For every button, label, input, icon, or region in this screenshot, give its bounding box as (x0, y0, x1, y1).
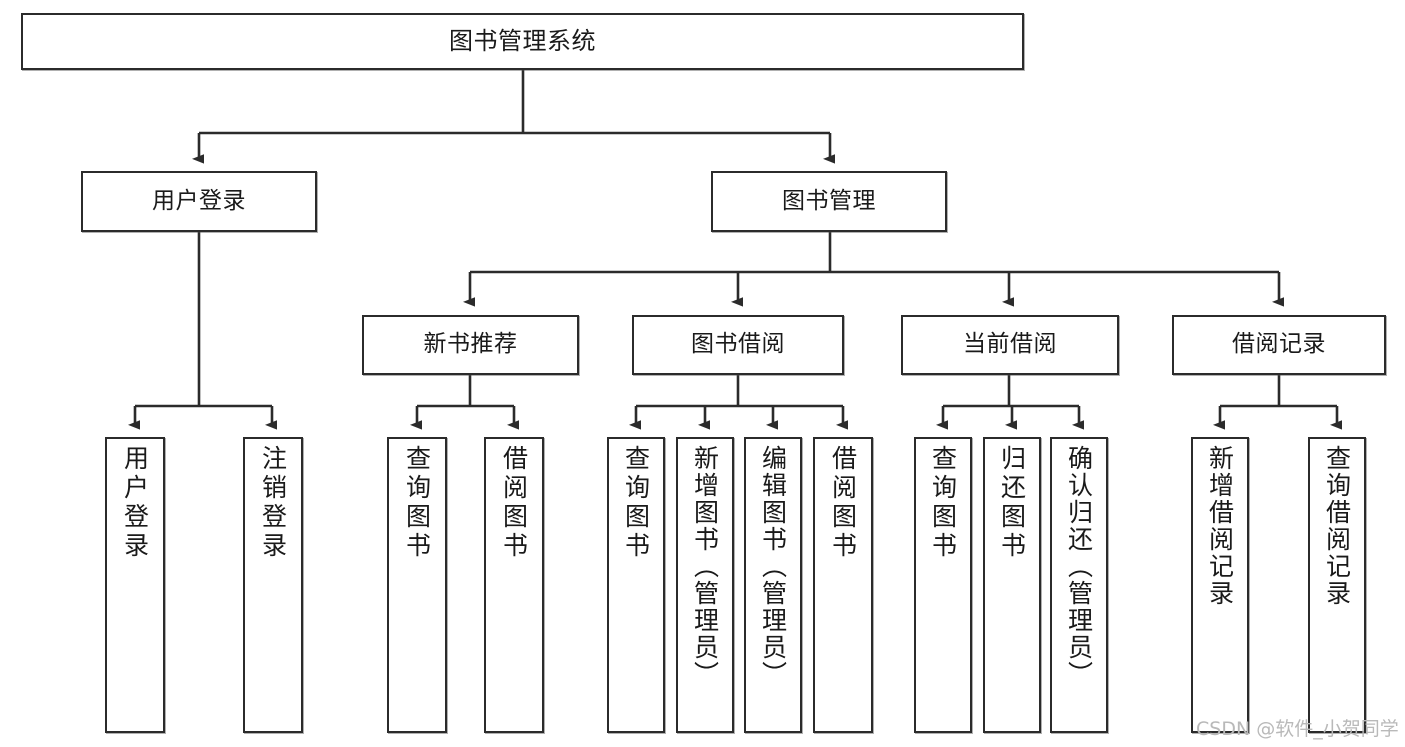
csdn-watermark: CSDN @软件_小贺同学 (1196, 718, 1399, 740)
leaf-return-book[interactable]: 归还图书 (983, 437, 1041, 733)
leaf-edit-book-label: 编辑图书（管理员） (758, 445, 788, 688)
leaf-borrow-book-2[interactable]: 借阅图书 (813, 437, 873, 733)
leaf-user-login[interactable]: 用户登录 (105, 437, 165, 733)
node-current-borrow[interactable]: 当前借阅 (901, 315, 1119, 375)
node-book-borrow[interactable]: 图书借阅 (632, 315, 844, 375)
node-borrow-record[interactable]: 借阅记录 (1172, 315, 1386, 375)
leaf-return-book-label: 归还图书 (997, 445, 1027, 561)
leaf-add-book[interactable]: 新增图书（管理员） (676, 437, 734, 733)
leaf-user-login-label: 用户登录 (120, 445, 150, 561)
node-book-manage-label: 图书管理 (782, 187, 876, 214)
node-borrow-record-label: 借阅记录 (1232, 331, 1326, 358)
node-book-manage[interactable]: 图书管理 (711, 171, 947, 232)
leaf-user-logout-label: 注销登录 (258, 445, 288, 561)
leaf-confirm-return-label: 确认归还（管理员） (1064, 445, 1094, 688)
leaf-user-logout[interactable]: 注销登录 (243, 437, 303, 733)
node-user-login[interactable]: 用户登录 (81, 171, 317, 232)
leaf-add-record-label: 新增借阅记录 (1205, 445, 1235, 607)
leaf-add-book-label: 新增图书（管理员） (690, 445, 720, 688)
leaf-query-book-2[interactable]: 查询图书 (607, 437, 665, 733)
node-user-login-label: 用户登录 (152, 187, 246, 214)
node-new-book-rec-label: 新书推荐 (423, 331, 518, 358)
node-book-borrow-label: 图书借阅 (691, 331, 785, 358)
node-root[interactable]: 图书管理系统 (21, 13, 1024, 70)
leaf-add-record[interactable]: 新增借阅记录 (1191, 437, 1249, 733)
leaf-borrow-book-2-label: 借阅图书 (828, 445, 858, 561)
leaf-confirm-return[interactable]: 确认归还（管理员） (1050, 437, 1108, 733)
node-root-label: 图书管理系统 (449, 27, 596, 56)
leaf-query-book-3[interactable]: 查询图书 (914, 437, 972, 733)
leaf-query-record-label: 查询借阅记录 (1322, 445, 1352, 607)
leaf-query-book-2-label: 查询图书 (621, 445, 651, 561)
node-current-borrow-label: 当前借阅 (963, 331, 1057, 358)
node-new-book-rec[interactable]: 新书推荐 (362, 315, 579, 375)
leaf-query-book-1-label: 查询图书 (402, 445, 432, 561)
leaf-query-book-3-label: 查询图书 (928, 445, 958, 561)
leaf-query-book-1[interactable]: 查询图书 (387, 437, 447, 733)
leaf-borrow-book-1[interactable]: 借阅图书 (484, 437, 544, 733)
leaf-edit-book[interactable]: 编辑图书（管理员） (744, 437, 802, 733)
leaf-query-record[interactable]: 查询借阅记录 (1308, 437, 1366, 733)
leaf-borrow-book-1-label: 借阅图书 (499, 445, 529, 561)
